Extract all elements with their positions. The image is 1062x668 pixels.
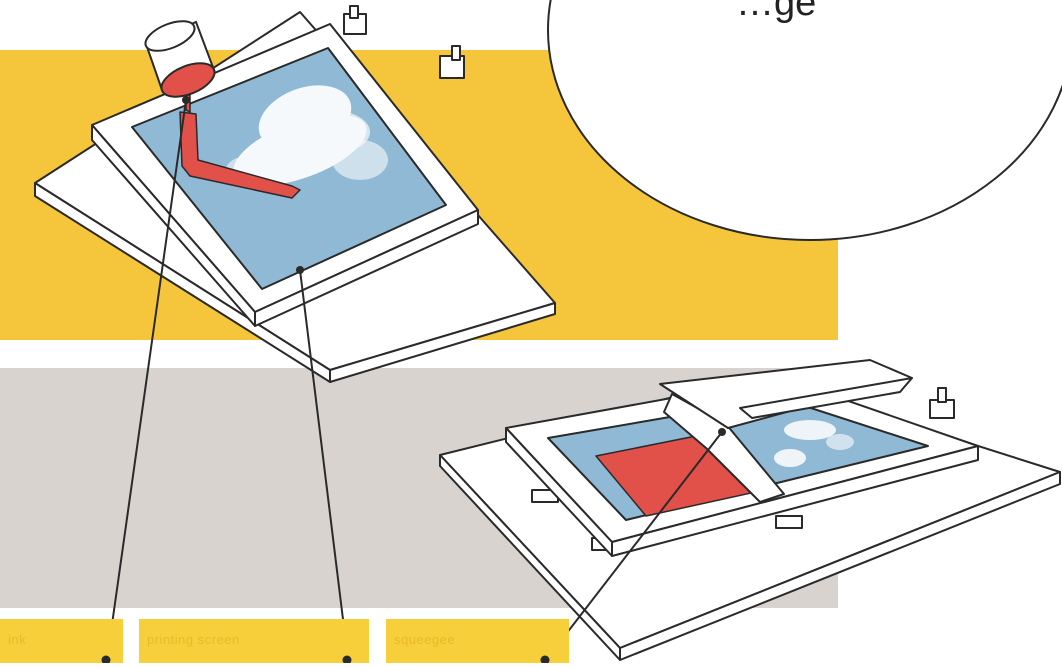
label-squeegee-text: squeegee <box>394 632 455 647</box>
label-ink: ink <box>0 619 123 663</box>
leader-dot <box>296 266 304 274</box>
hinge-clamp <box>350 6 358 18</box>
leader-dot <box>182 96 190 104</box>
label-ink-text: ink <box>8 632 26 647</box>
tab <box>776 516 802 528</box>
circle-caption: …ge <box>736 0 816 25</box>
hinge-clamp <box>938 388 946 402</box>
hinge-clamp <box>452 46 460 60</box>
label-squeegee: squeegee <box>386 619 569 663</box>
leader-dot <box>718 428 726 436</box>
label-printing-screen-text: printing screen <box>147 632 240 647</box>
label-printing-screen: printing screen <box>139 619 369 663</box>
